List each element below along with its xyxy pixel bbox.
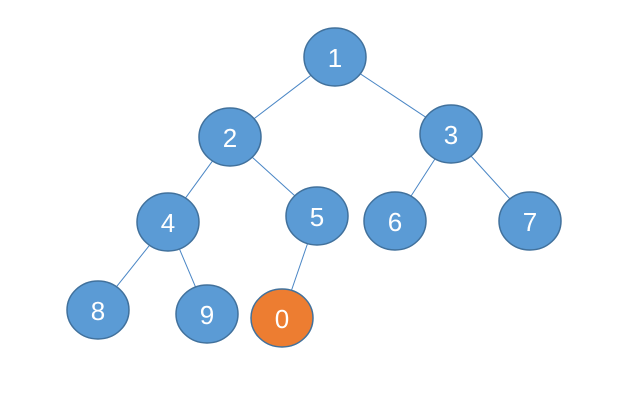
node-circle bbox=[285, 186, 349, 246]
node-label: 7 bbox=[523, 207, 537, 237]
node-layer: 1 2 3 4 5 6 7 8 9 0 bbox=[66, 27, 562, 348]
node-circle bbox=[498, 191, 562, 251]
node-label: 2 bbox=[223, 123, 237, 153]
node-label: 0 bbox=[275, 304, 289, 334]
tree-edge-n5-n0 bbox=[291, 243, 308, 291]
tree-node-n2: 2 bbox=[198, 107, 262, 167]
node-label: 5 bbox=[310, 202, 324, 232]
edge-layer bbox=[116, 73, 511, 291]
node-circle bbox=[303, 27, 367, 87]
node-circle bbox=[175, 284, 239, 344]
tree-node-n8: 8 bbox=[66, 280, 130, 340]
tree-edge-n4-n8 bbox=[116, 244, 150, 288]
highlighted-node-circle bbox=[250, 288, 314, 348]
node-label: 1 bbox=[328, 43, 342, 73]
tree-node-n3: 3 bbox=[419, 104, 483, 164]
tree-edge-n3-n6 bbox=[410, 158, 436, 197]
tree-node-n5: 5 bbox=[285, 186, 349, 246]
node-label: 6 bbox=[388, 207, 402, 237]
tree-edge-n3-n7 bbox=[470, 155, 511, 200]
tree-edge-n1-n2 bbox=[253, 74, 312, 120]
tree-node-n9: 9 bbox=[175, 284, 239, 344]
node-circle bbox=[66, 280, 130, 340]
tree-edge-n1-n3 bbox=[360, 73, 426, 118]
tree-edge-n2-n4 bbox=[185, 160, 213, 199]
node-circle bbox=[363, 191, 427, 251]
tree-node-n7: 7 bbox=[498, 191, 562, 251]
tree-edge-n2-n5 bbox=[251, 156, 296, 197]
tree-node-n0: 0 bbox=[250, 288, 314, 348]
tree-node-n6: 6 bbox=[363, 191, 427, 251]
tree-node-n4: 4 bbox=[136, 192, 200, 252]
node-label: 9 bbox=[200, 300, 214, 330]
tree-edge-n4-n9 bbox=[178, 248, 197, 288]
tree-node-n1: 1 bbox=[303, 27, 367, 87]
node-label: 8 bbox=[91, 296, 105, 326]
node-circle bbox=[419, 104, 483, 164]
node-label: 3 bbox=[444, 120, 458, 150]
node-label: 4 bbox=[161, 208, 175, 238]
node-circle bbox=[198, 107, 262, 167]
node-circle bbox=[136, 192, 200, 252]
